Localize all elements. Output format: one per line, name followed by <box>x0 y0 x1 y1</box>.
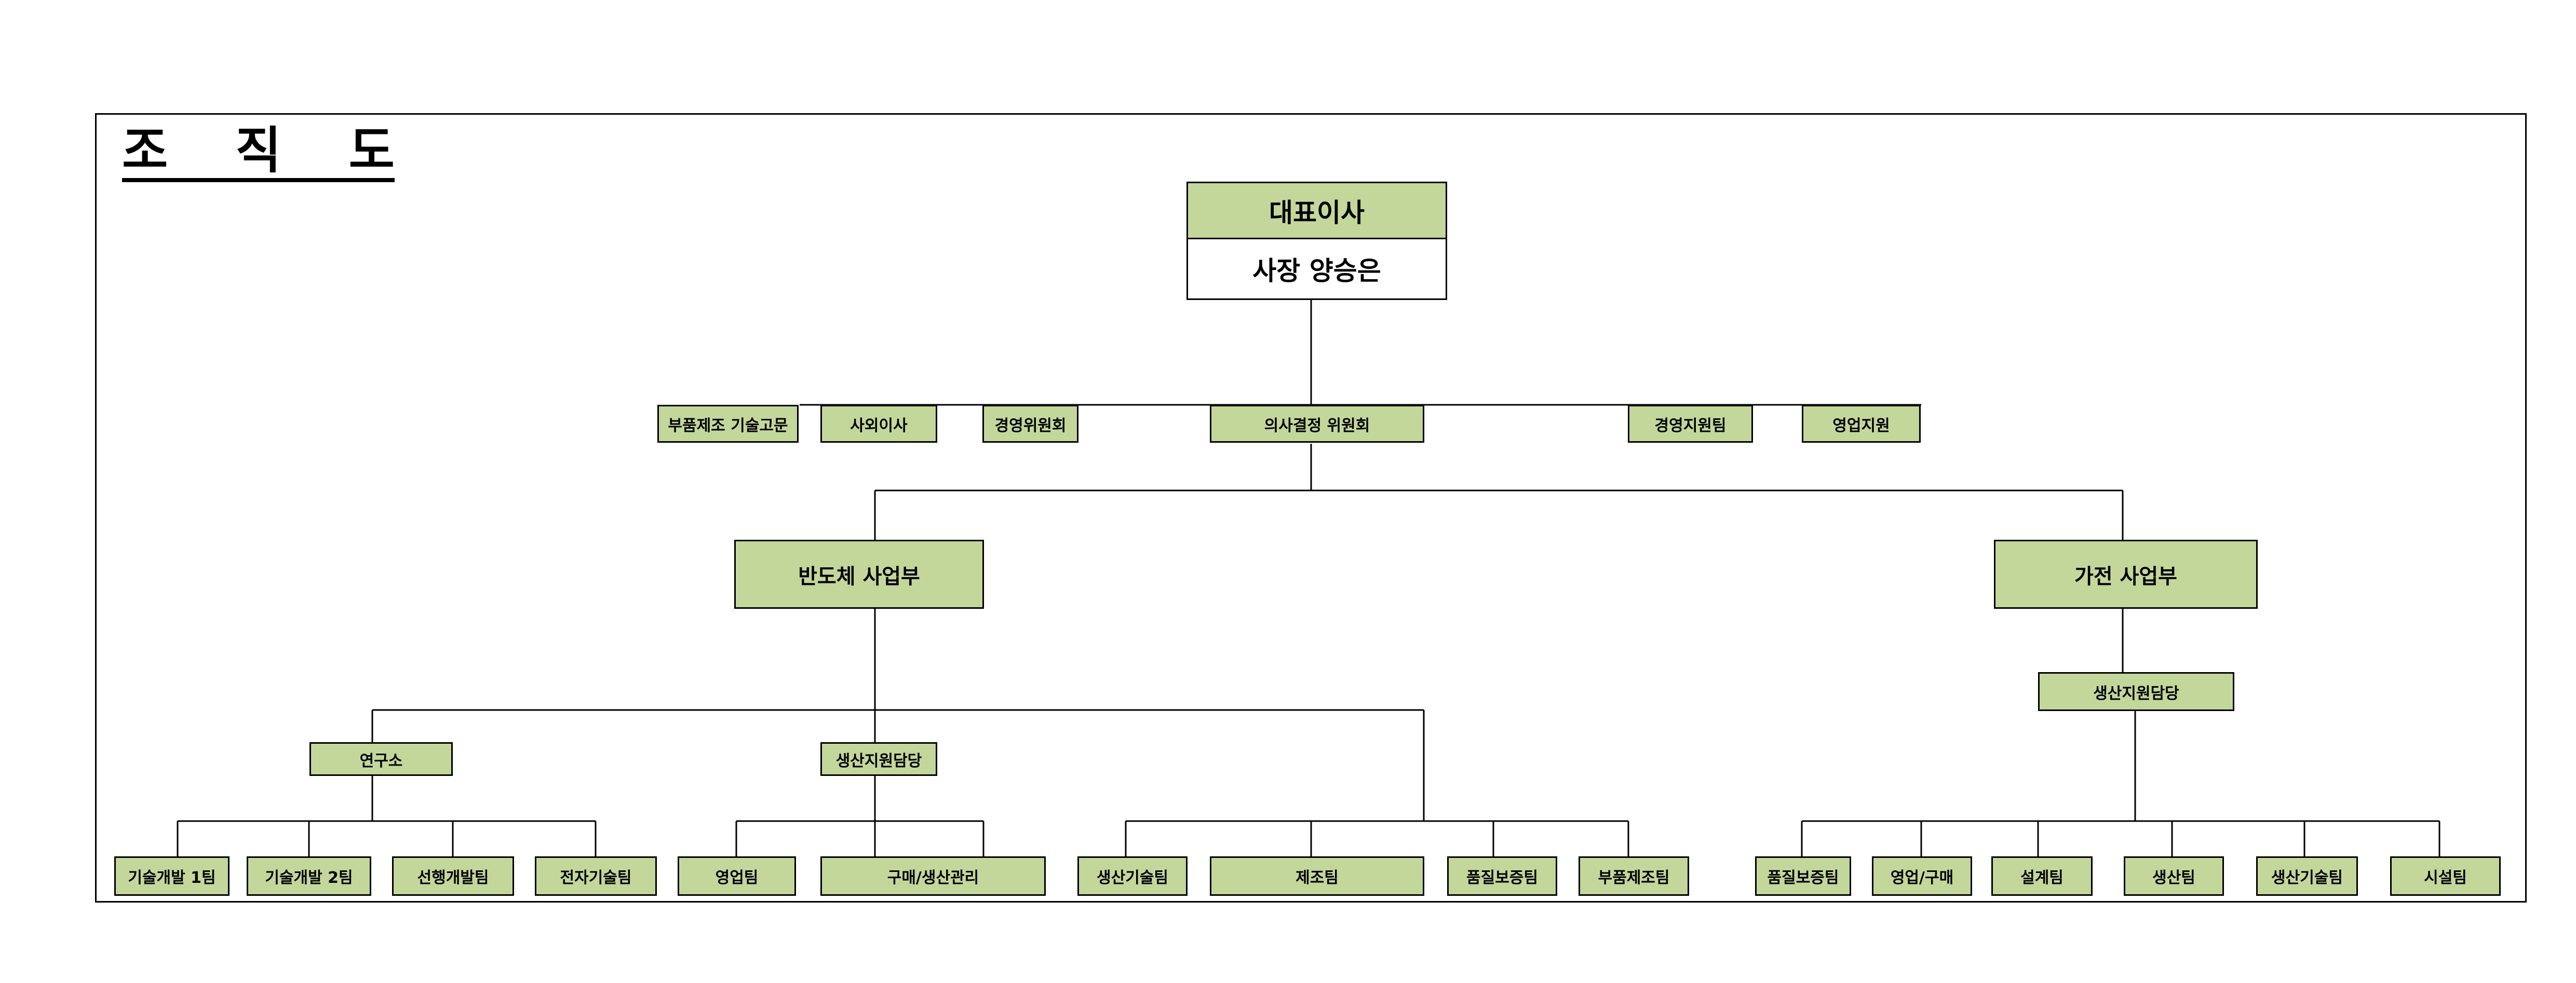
team-box: 영업팀 <box>678 856 796 896</box>
ceo-name-box: 사장 양승은 <box>1186 238 1447 300</box>
team-box: 시설팀 <box>2390 856 2501 896</box>
team-box: 선행개발팀 <box>392 856 514 896</box>
team-box: 전자기술팀 <box>535 856 657 896</box>
title-char: 도 <box>348 121 395 180</box>
production-support-box: 생산지원담당 <box>820 742 937 776</box>
team-box: 기술개발 1팀 <box>114 856 230 896</box>
semiconductor-division-box: 반도체 사업부 <box>734 540 984 609</box>
diagram-frame <box>95 113 2527 903</box>
ceo-role-box: 대표이사 <box>1186 182 1447 239</box>
team-box: 영업/구매 <box>1872 856 1972 896</box>
outside-director-box: 사외이사 <box>820 405 937 443</box>
team-box: 구매/생산관리 <box>820 856 1046 896</box>
team-box: 품질보증팀 <box>1755 856 1851 896</box>
management-support-box: 경영지원팀 <box>1628 405 1753 443</box>
sales-support-box: 영업지원 <box>1802 405 1921 443</box>
title-char: 직 <box>235 121 281 180</box>
team-box: 생산기술팀 <box>1077 856 1188 896</box>
title-char: 조 <box>122 121 168 180</box>
advisor-box: 부품제조 기술고문 <box>657 405 799 443</box>
decision-committee-box: 의사결정 위원회 <box>1210 405 1424 443</box>
team-box: 부품제조팀 <box>1579 856 1689 896</box>
management-committee-box: 경영위원회 <box>982 405 1078 443</box>
lab-box: 연구소 <box>309 742 453 776</box>
appliance-division-box: 가전 사업부 <box>1994 540 2258 609</box>
team-box: 생산기술팀 <box>2256 856 2358 896</box>
appliance-production-support-box: 생산지원담당 <box>2038 672 2234 711</box>
team-box: 설계팀 <box>1991 856 2093 896</box>
team-box: 기술개발 2팀 <box>247 856 371 896</box>
team-box: 생산팀 <box>2124 856 2224 896</box>
team-box: 품질보증팀 <box>1447 856 1557 896</box>
team-box: 제조팀 <box>1210 856 1424 896</box>
